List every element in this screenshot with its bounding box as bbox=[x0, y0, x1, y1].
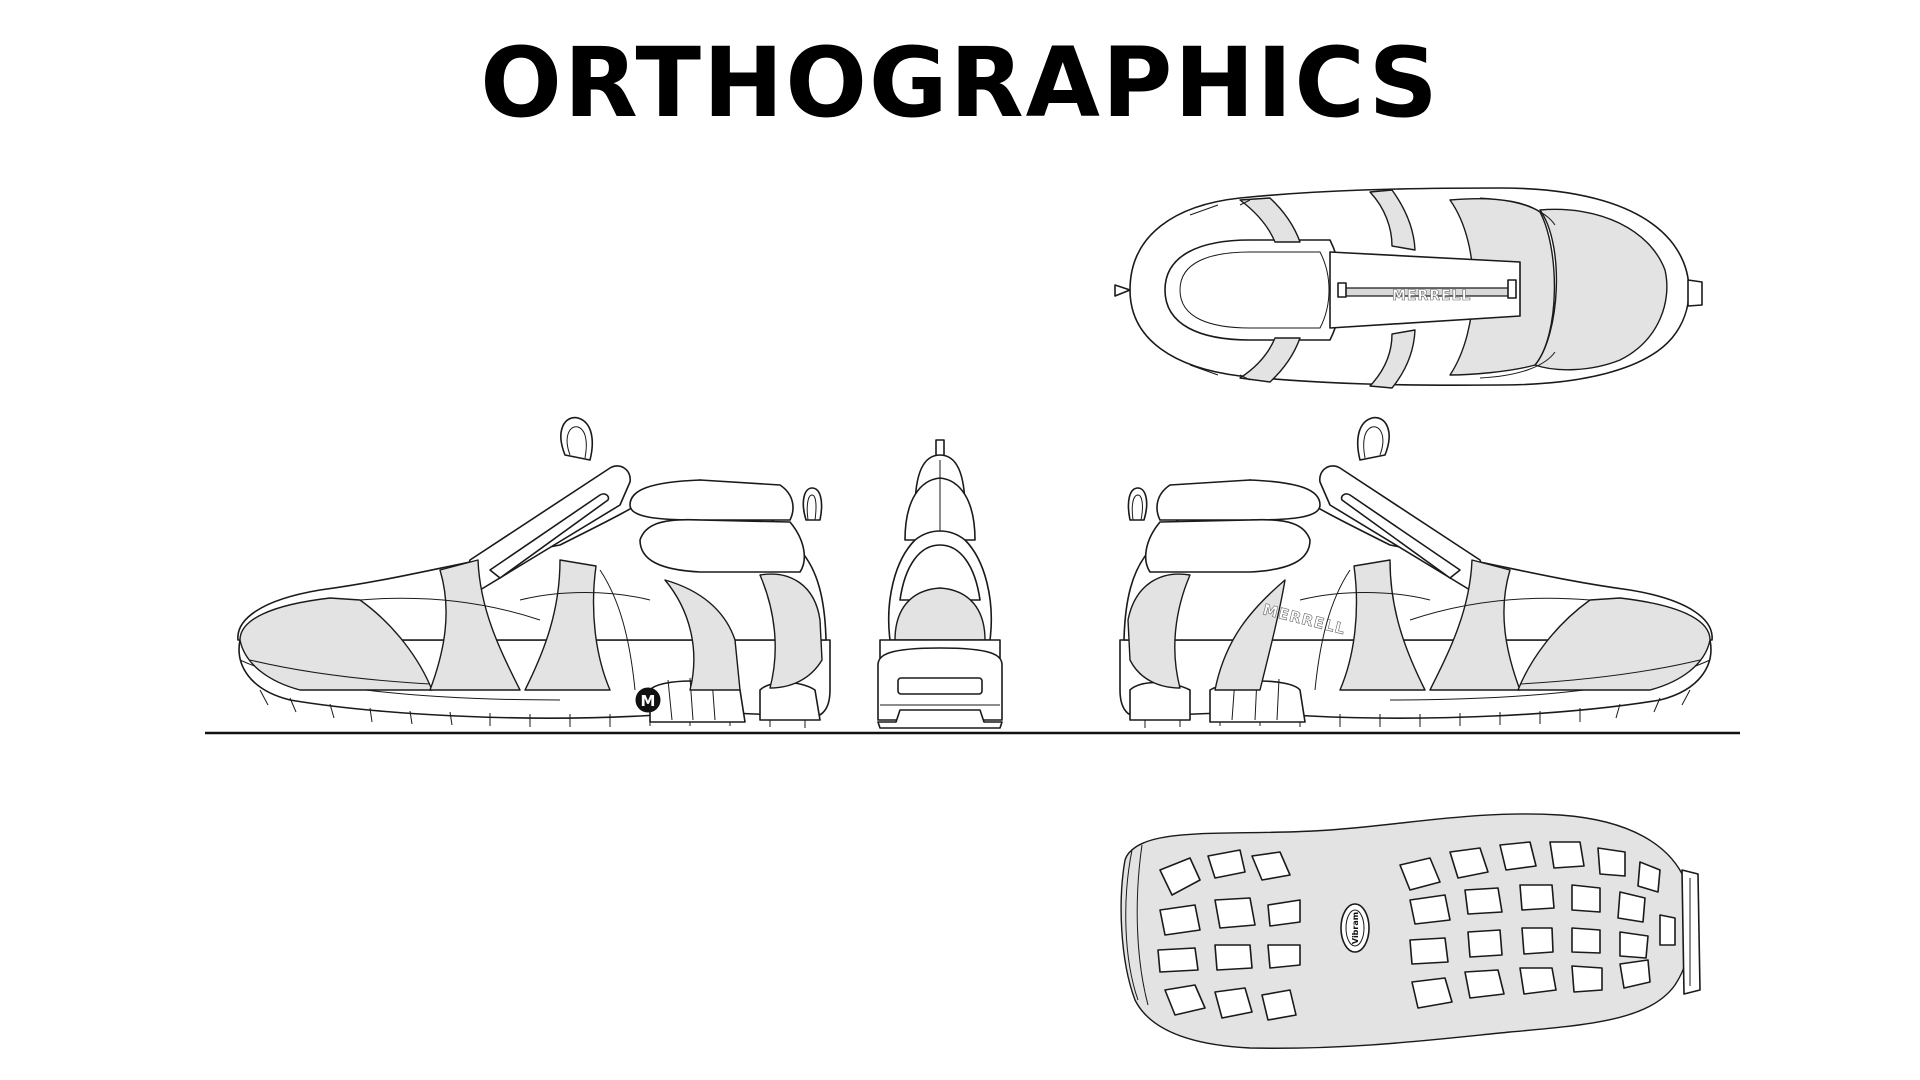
toe-cap-panel bbox=[239, 597, 433, 691]
toe-panel bbox=[1534, 208, 1668, 371]
lateral-side-view: M bbox=[237, 416, 831, 728]
vibram-badge-text: Vibram bbox=[1351, 912, 1360, 944]
brand-label-top: MERRELL bbox=[1392, 288, 1471, 304]
merrell-logo-mark bbox=[635, 687, 661, 713]
top-view: MERRELL bbox=[1114, 187, 1703, 389]
medial-side-view: MERRELL bbox=[1119, 416, 1713, 728]
forefoot-lugs bbox=[1399, 841, 1676, 1009]
back-view bbox=[877, 439, 1003, 729]
page-title: ORTHOGRAPHICS bbox=[480, 27, 1440, 139]
vibram-badge: Vibram bbox=[1340, 903, 1370, 953]
heel-lugs bbox=[1157, 849, 1301, 1021]
toe-cap-panel-medial bbox=[1517, 597, 1711, 691]
logo-mark-letter: M bbox=[641, 692, 656, 710]
collar-opening bbox=[1164, 239, 1342, 341]
outsole-bottom-view: Vibram bbox=[1120, 813, 1701, 1049]
outsole-lugs-medial bbox=[1129, 677, 1691, 728]
